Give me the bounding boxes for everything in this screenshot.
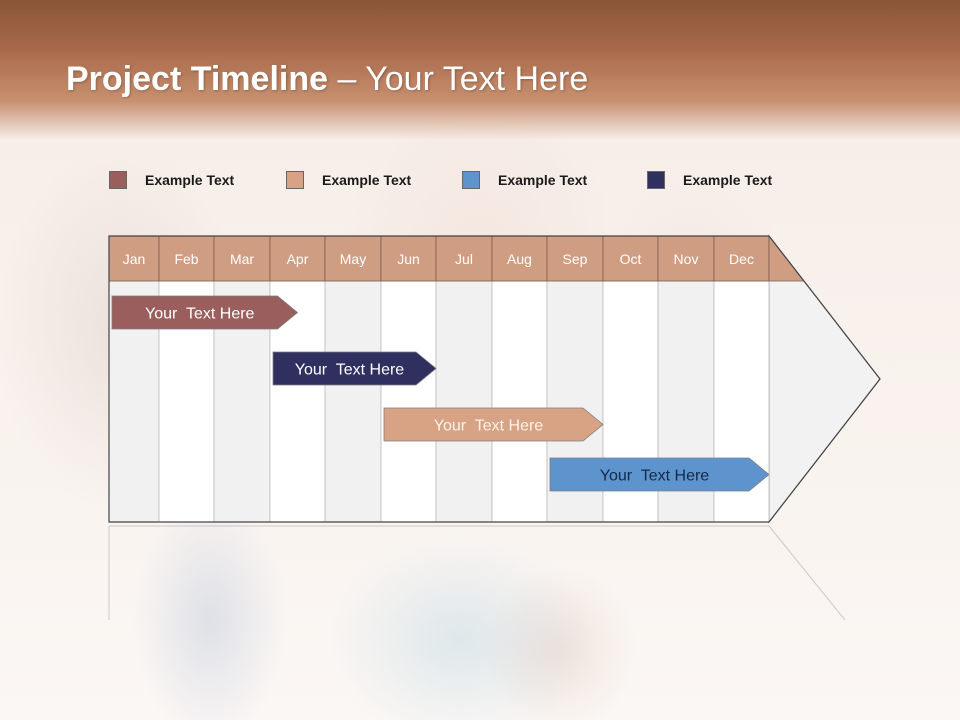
month-header-oct [602, 235, 659, 282]
month-label-dec: Dec [729, 251, 754, 267]
legend-swatch-1 [109, 171, 127, 189]
timeline-arrow-outline [768, 235, 881, 523]
task-bar-shape-1 [111, 295, 299, 330]
month-header-may [324, 235, 382, 282]
task-bar-4[interactable]: Your Text Here [549, 457, 770, 492]
month-header-jun [380, 235, 437, 282]
legend-label-4: Example Text [683, 172, 773, 188]
legend-item-1: Example Text [109, 170, 234, 190]
task-bar-label-4: Your Text Here [600, 468, 710, 485]
legend-item-2: Example Text [286, 170, 411, 190]
month-label-feb: Feb [174, 251, 198, 267]
timeline-reflection-right [768, 525, 846, 621]
task-bar-shape-2 [272, 351, 437, 386]
month-header-mar [213, 235, 271, 282]
month-label-jun: Jun [397, 251, 420, 267]
task-bar-2[interactable]: Your Text Here [272, 351, 437, 386]
month-header-apr [269, 235, 326, 282]
legend-swatch-2 [286, 171, 304, 189]
timeline-frame [108, 235, 881, 621]
legend-item-4: Example Text [647, 170, 772, 190]
month-label-oct: Oct [620, 251, 642, 267]
month-header-aug [491, 235, 548, 282]
month-label-apr: Apr [287, 251, 309, 267]
month-label-may: May [340, 251, 366, 267]
month-label-mar: Mar [230, 251, 254, 267]
month-label-jul: Jul [455, 251, 473, 267]
task-bar-1[interactable]: Your Text Here [111, 295, 299, 330]
legend-swatch-3 [462, 171, 480, 189]
task-bar-shape-4 [549, 457, 770, 492]
legend-label-3: Example Text [498, 172, 588, 188]
legend-item-3: Example Text [462, 170, 587, 190]
task-bar-shape-3 [383, 407, 604, 442]
task-bar-label-3: Your Text Here [434, 418, 544, 435]
timeline-frame-outline [108, 235, 769, 523]
title-bold: Project Timeline [66, 60, 329, 98]
month-header-feb [158, 235, 215, 282]
month-column-jun [380, 280, 437, 523]
month-column-jul [435, 280, 493, 523]
timeline-header: Jan Feb Mar Apr May Jun Jul Aug Sep Oct Nov Dec [108, 234, 805, 282]
month-label-sep: Sep [563, 251, 588, 267]
month-header-jul [435, 235, 493, 282]
legend-swatch-4 [647, 171, 665, 189]
month-label-nov: Nov [674, 251, 699, 267]
title-rest: – Your Text Here [328, 60, 589, 98]
month-column-may [324, 280, 382, 523]
slide-title: Project Timeline – Your Text Here [66, 60, 588, 99]
month-label-aug: Aug [507, 251, 532, 267]
title-banner [0, 0, 960, 140]
month-header-jan [108, 235, 160, 282]
legend-label-1: Example Text [145, 172, 235, 188]
task-bar-label-1: Your Text Here [145, 306, 255, 323]
month-label-jan: Jan [123, 251, 146, 267]
month-header-dec [713, 235, 770, 282]
task-bar-3[interactable]: Your Text Here [383, 407, 604, 442]
legend-label-2: Example Text [322, 172, 412, 188]
month-column-aug [491, 280, 548, 523]
task-bar-label-2: Your Text Here [295, 362, 405, 379]
